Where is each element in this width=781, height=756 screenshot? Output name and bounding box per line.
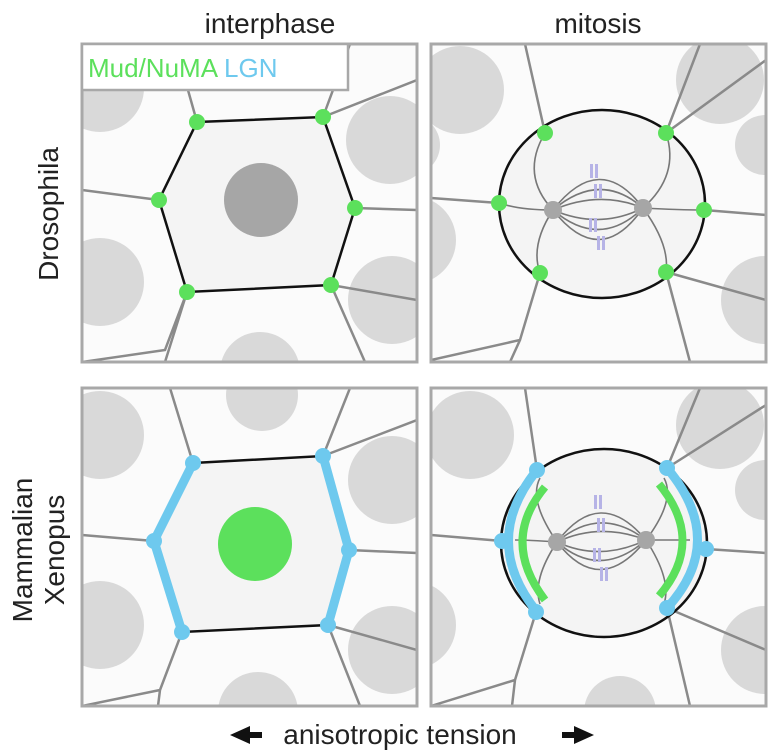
lgn-vertex-dots — [494, 460, 714, 620]
arrow-left-icon — [230, 726, 250, 744]
neighbor-nucleus — [584, 676, 656, 706]
neighbor-nucleus — [431, 46, 504, 134]
mud-numa-vertex-dots — [151, 109, 363, 300]
neighbor-nucleus — [348, 436, 417, 524]
legend-box — [80, 42, 350, 92]
centrosome — [637, 531, 655, 549]
neighbor-nucleus — [226, 388, 298, 431]
neighbor-nucleus — [82, 391, 144, 479]
panel-vertebrate-mitosis — [429, 386, 768, 708]
numa-cortical-crescents — [518, 481, 687, 603]
panel-frame — [429, 42, 768, 364]
nucleus-numa — [218, 507, 292, 581]
neighbor-nucleus — [82, 238, 144, 326]
chromosomes — [593, 495, 608, 581]
neighbor-nucleus — [221, 332, 299, 362]
neighbor-cell-walls — [431, 388, 766, 706]
chromosomes — [589, 164, 605, 250]
centrosome — [548, 533, 566, 551]
column-title-interphase: interphase — [205, 8, 336, 39]
arrow-right-icon-shaft — [562, 732, 576, 738]
neighbor-nucleus — [735, 460, 766, 520]
arrow-left-icon-shaft — [248, 732, 262, 738]
centrosome — [544, 201, 562, 219]
neighbor-nucleus — [721, 606, 766, 694]
nucleus — [224, 163, 298, 237]
bottom-label: anisotropic tension — [283, 719, 516, 750]
neighbor-nucleus — [676, 388, 764, 469]
neighbor-nucleus — [346, 96, 417, 184]
mud-numa-vertex-dots — [491, 125, 712, 281]
row-title-mammalian: Mammalian — [7, 478, 38, 623]
neighbor-nucleus — [735, 115, 766, 175]
lgn-vertex-dots — [146, 448, 357, 640]
panel-drosophila-interphase — [80, 42, 419, 364]
neighbor-nucleus — [348, 606, 417, 694]
panel-vertebrate-interphase — [80, 386, 419, 708]
neighbor-nucleus — [218, 672, 298, 706]
neighbor-nucleus — [82, 581, 144, 669]
row-title-drosophila: Drosophila — [33, 147, 64, 281]
panel-frame — [429, 386, 768, 708]
centrosome — [634, 199, 652, 217]
column-title-mitosis: mitosis — [554, 8, 641, 39]
row-title-xenopus: Xenopus — [39, 495, 70, 606]
arrow-right-icon — [574, 726, 594, 744]
neighbor-cell-walls — [82, 388, 417, 706]
neighbor-nucleus — [431, 585, 456, 665]
anisotropic-tension-caption: anisotropic tension — [230, 719, 594, 750]
neighbor-nucleus — [431, 200, 456, 280]
cell-outline — [497, 108, 707, 300]
neighbor-nucleus — [348, 256, 417, 344]
neighbor-nucleus — [721, 256, 766, 344]
legend-mud-numa: Mud/NuMA — [88, 53, 219, 83]
spindle-fibers — [514, 477, 690, 605]
neighbor-cell-walls — [431, 44, 766, 362]
legend-lgn: LGN — [224, 53, 277, 83]
panel-frame — [80, 386, 419, 708]
neighbor-nucleus — [431, 391, 514, 479]
panel-drosophila-mitosis — [429, 42, 768, 364]
neighbor-nucleus — [676, 44, 764, 124]
neighbor-nucleus — [431, 123, 440, 167]
